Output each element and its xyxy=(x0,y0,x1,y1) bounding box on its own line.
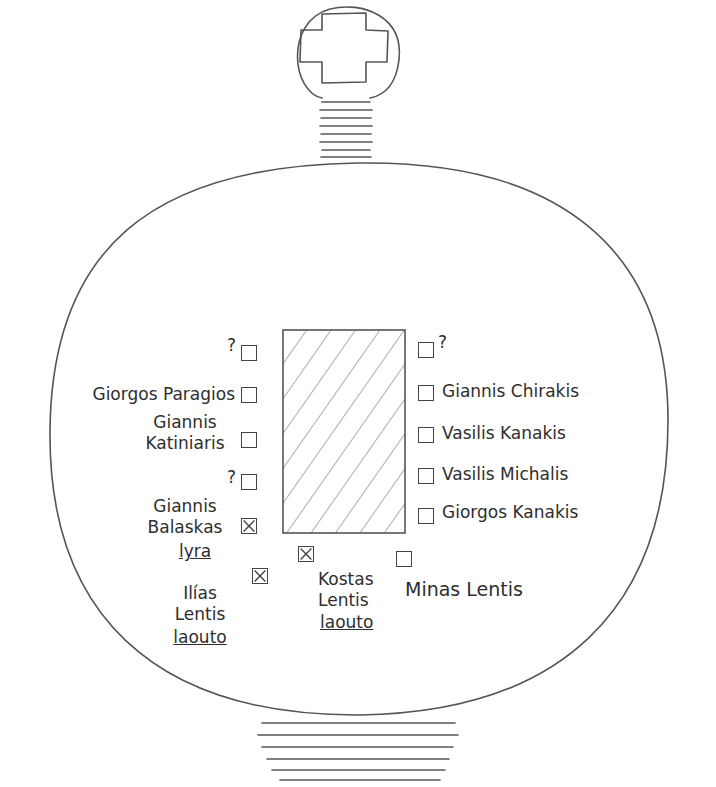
checkbox-box: Vasilis Michalis xyxy=(418,468,434,484)
checkbox-box: Kostas Lentislaouto xyxy=(298,546,314,562)
base-stripes xyxy=(258,723,458,780)
person-name: Minas Lentis xyxy=(405,578,523,602)
checkbox-box: Giorgos Kanakis xyxy=(418,508,434,524)
person-name: ? xyxy=(438,332,447,353)
knob-outline xyxy=(298,7,400,98)
check-mark xyxy=(299,547,313,561)
person-name: ? xyxy=(227,467,236,488)
checkbox-box: ? xyxy=(241,345,257,361)
check-stroke xyxy=(255,571,266,582)
person-name: Giannis Katiniaris xyxy=(135,412,235,455)
check-stroke xyxy=(301,549,312,560)
check-stroke xyxy=(301,549,312,560)
checkbox-box: Giorgos Paragios xyxy=(241,387,257,403)
check-stroke xyxy=(255,571,266,582)
checkbox-box: Minas Lentis xyxy=(396,551,412,567)
person-name: Giannis Balaskas xyxy=(135,496,235,539)
cross-symbol xyxy=(300,13,388,83)
person-name: Kostas Lentis xyxy=(318,569,393,612)
vessel-body xyxy=(50,163,668,715)
instrument-label: laouto xyxy=(320,612,373,633)
checkbox-box: Giannis Katiniaris xyxy=(241,432,257,448)
person-name: Giorgos Kanakis xyxy=(442,502,578,523)
checkbox-box: Ilías Lentislaouto xyxy=(252,568,268,584)
person-name: Giorgos Paragios xyxy=(92,384,235,405)
checkbox-box: ? xyxy=(418,342,434,358)
checkbox-box: ? xyxy=(241,474,257,490)
instrument-label: laouto xyxy=(173,627,226,648)
check-stroke xyxy=(244,521,255,532)
person-name: Vasilis Kanakis xyxy=(442,423,566,444)
person-name: Ilías Lentis xyxy=(164,583,236,626)
hatched-table xyxy=(283,330,405,533)
checkbox-box: Vasilis Kanakis xyxy=(418,427,434,443)
person-name: ? xyxy=(227,335,236,356)
person-name: Vasilis Michalis xyxy=(442,464,568,485)
person-name: Giannis Chirakis xyxy=(442,381,579,402)
check-mark xyxy=(253,569,267,583)
check-mark xyxy=(242,519,256,533)
instrument-label: lyra xyxy=(179,541,211,562)
checkbox-box: Giannis Balaskaslyra xyxy=(241,518,257,534)
check-stroke xyxy=(244,521,255,532)
neck-stripes xyxy=(320,102,372,157)
checkbox-box: Giannis Chirakis xyxy=(418,385,434,401)
